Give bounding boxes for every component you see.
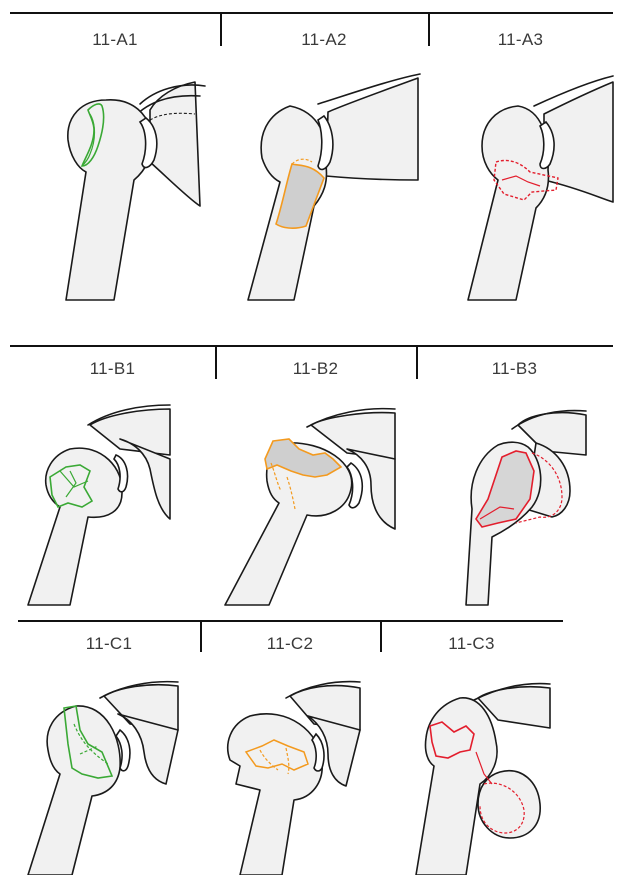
humerus-illustration [215, 359, 416, 605]
row-c-top-rule [18, 620, 563, 622]
humerus-illustration [18, 634, 200, 875]
row-c: 11-C1 11-C2 11-C3 [0, 610, 621, 875]
humerus-illustration [10, 30, 220, 320]
humerus-illustration [416, 359, 613, 605]
panel-11-c1: 11-C1 [18, 634, 200, 875]
panel-11-b1: 11-B1 [10, 359, 215, 605]
humerus-illustration [10, 359, 215, 605]
panel-11-b2: 11-B2 [215, 359, 416, 605]
humerus-illustration [428, 30, 613, 320]
panel-11-a3: 11-A3 [428, 30, 613, 320]
panel-11-a1: 11-A1 [10, 30, 220, 320]
humerus-illustration [380, 634, 563, 875]
row-b-top-rule [10, 345, 613, 347]
humerus-illustration [220, 30, 428, 320]
panel-11-c3: 11-C3 [380, 634, 563, 875]
row-a-top-rule [10, 12, 613, 14]
row-b: 11-B1 11-B2 11-B3 [0, 335, 621, 605]
row-a: 11-A1 11-B2 11-A2 11-A3 [0, 0, 621, 320]
panel-11-a2: 11-B2 11-A2 [220, 30, 428, 320]
humerus-illustration [200, 634, 380, 875]
panel-11-b3: 11-B3 [416, 359, 613, 605]
panel-11-c2: 11-C2 [200, 634, 380, 875]
